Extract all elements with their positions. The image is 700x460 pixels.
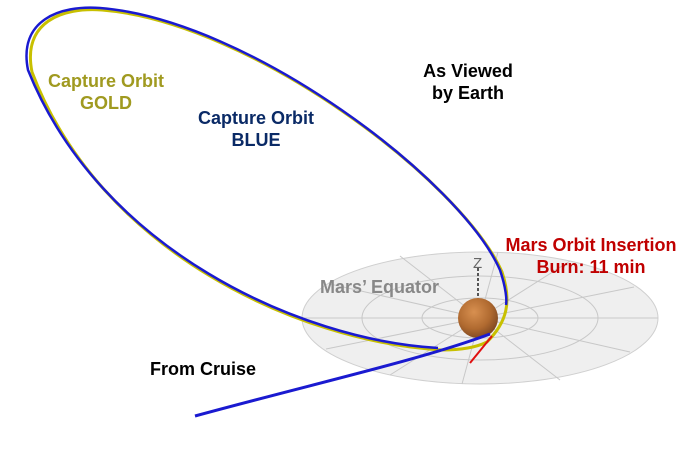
label-line: Mars Orbit Insertion	[505, 235, 677, 255]
mars-planet	[458, 298, 498, 338]
cruise-trajectory	[194, 332, 491, 418]
capture-orbit-blue	[25, 6, 508, 350]
label-line: BLUE	[231, 130, 281, 150]
from-cruise-label: From Cruise	[150, 359, 257, 379]
label-line: GOLD	[80, 93, 132, 113]
label-line: by Earth	[431, 83, 505, 103]
label-line: Capture Orbit	[198, 108, 315, 128]
mars-equator-label: Mars’ Equator	[320, 277, 440, 297]
viewed-by-earth-label: As Viewed by Earth	[418, 60, 518, 104]
label-line: Capture Orbit	[48, 71, 165, 91]
moi-burn-label: Mars Orbit Insertion Burn: 11 min	[496, 234, 686, 278]
burn-vector	[469, 335, 493, 364]
z-axis-label: Z	[473, 255, 483, 272]
label-line: As Viewed	[423, 61, 513, 81]
label-line: Burn: 11 min	[536, 257, 646, 277]
capture-orbit-gold-label: Capture Orbit GOLD	[48, 70, 164, 114]
capture-orbit-blue-label: Capture Orbit BLUE	[198, 107, 314, 151]
